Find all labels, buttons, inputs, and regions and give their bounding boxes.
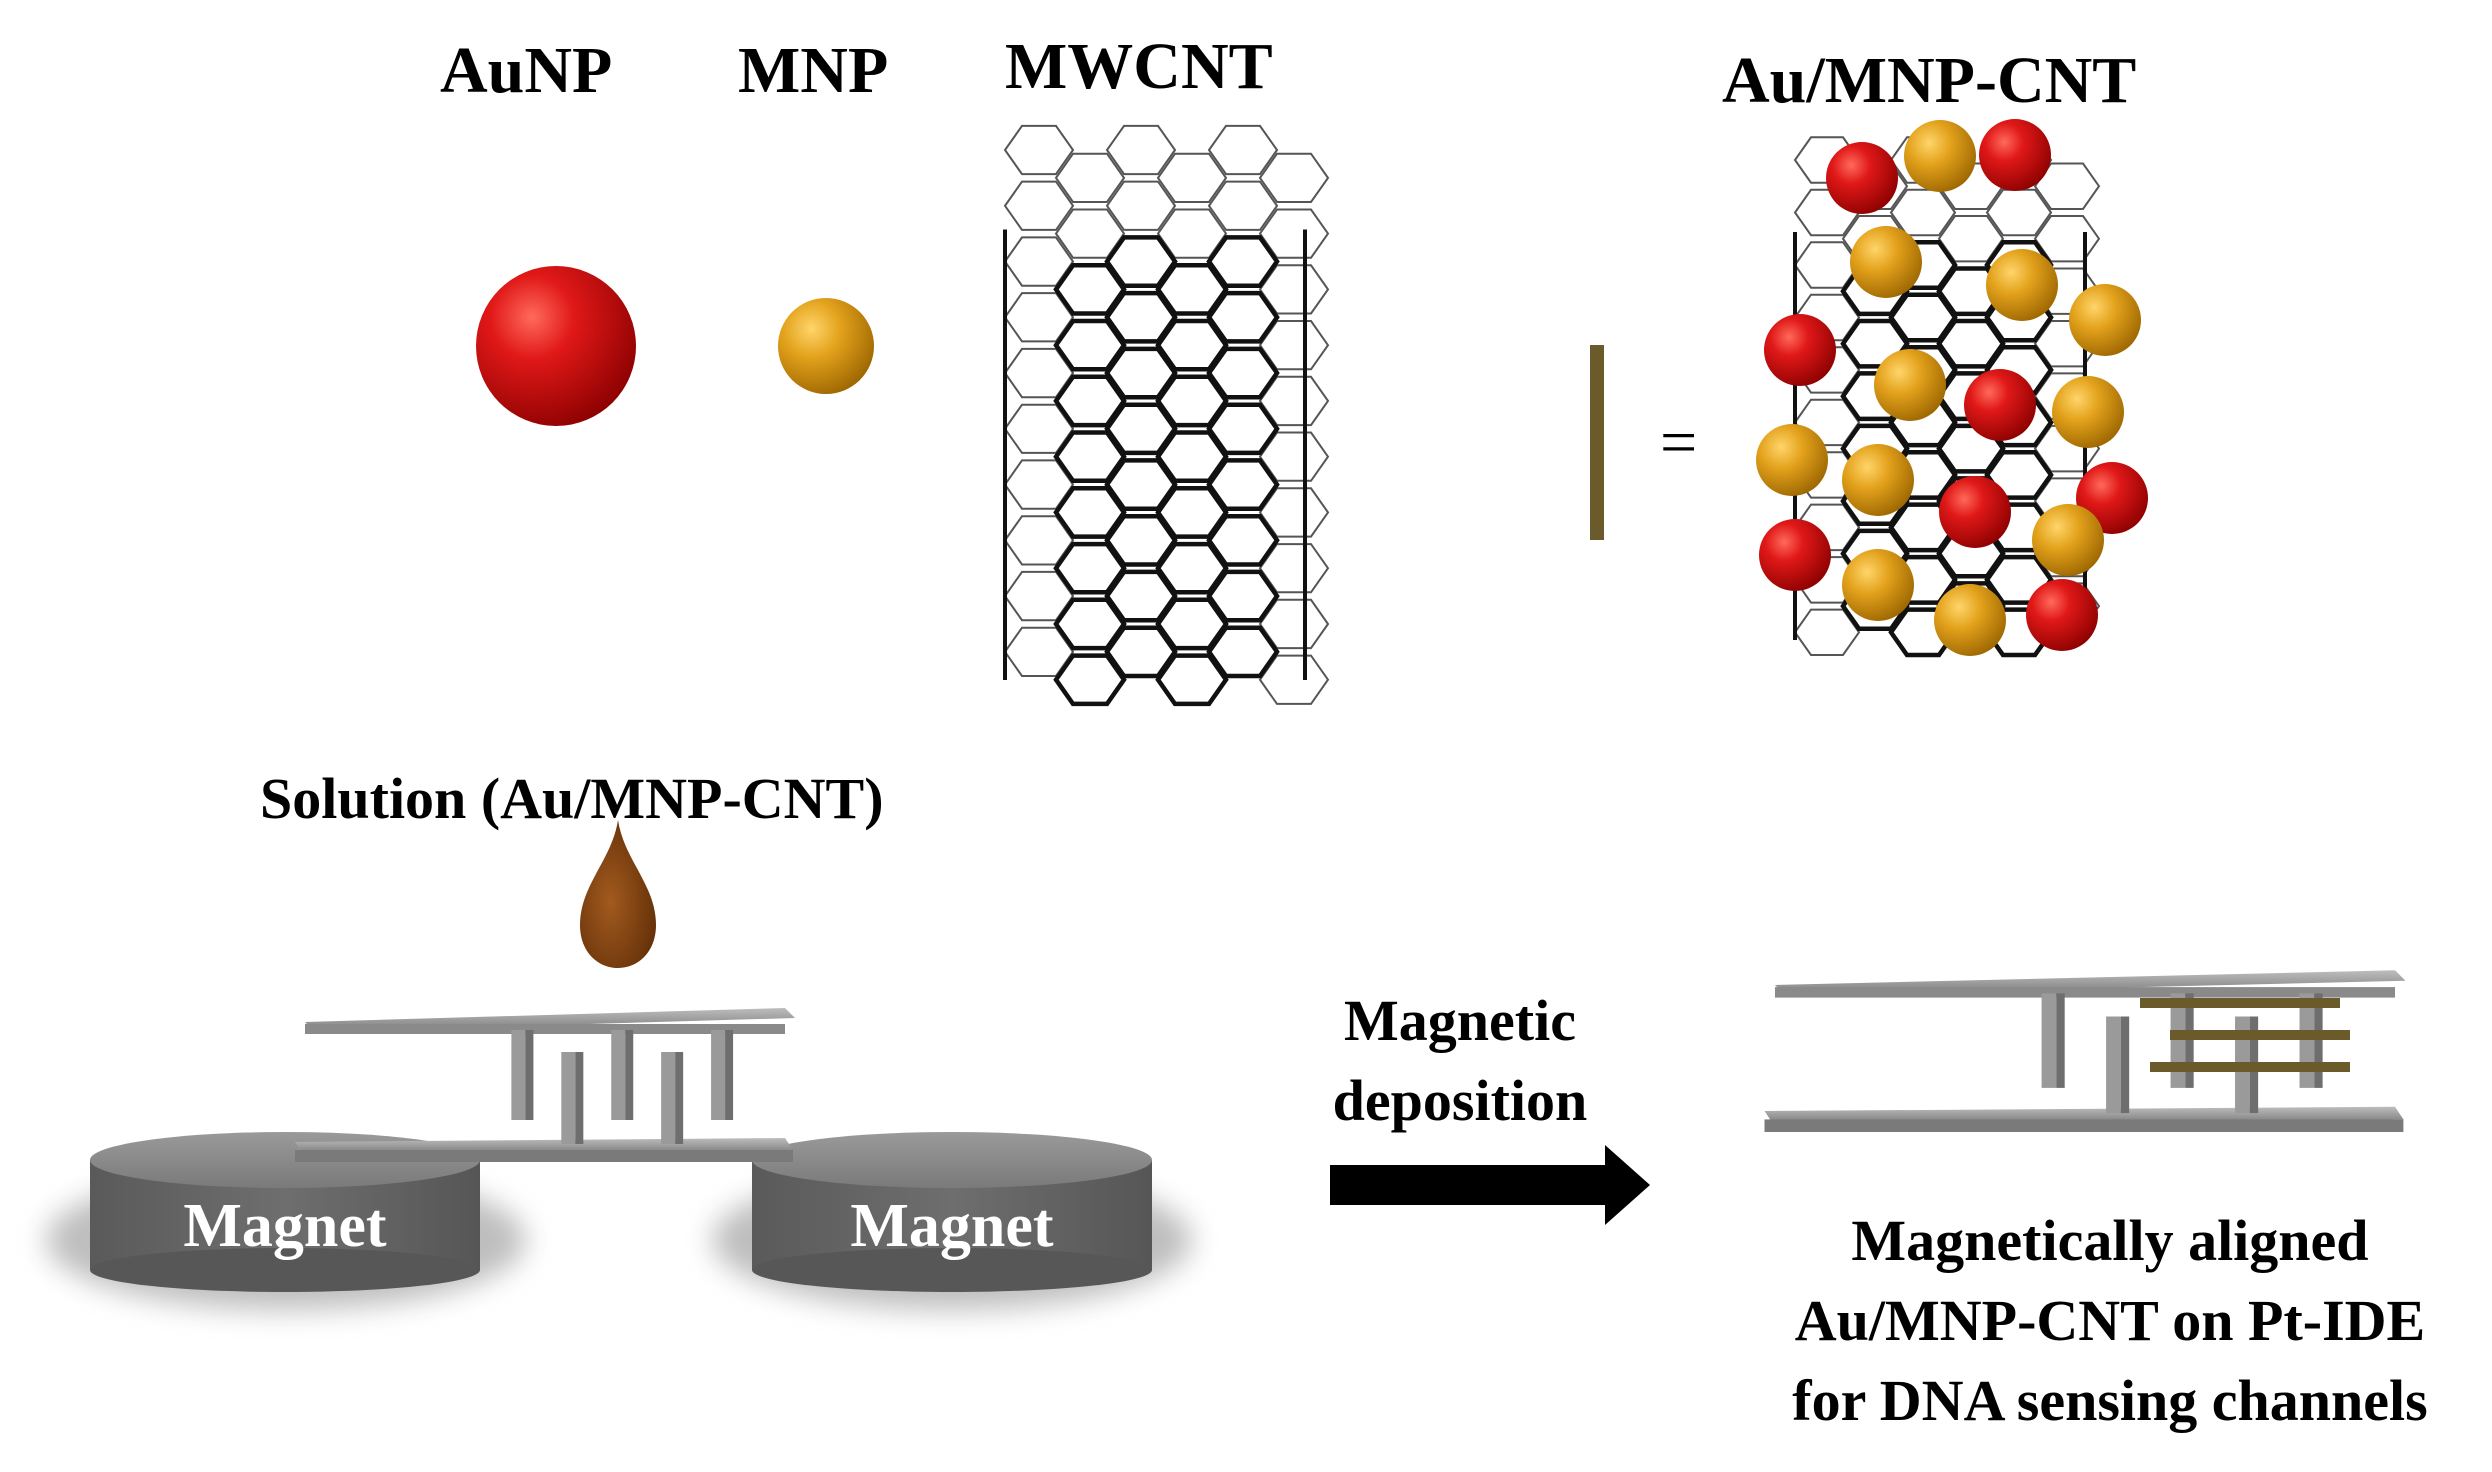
pt-ide-electrode-after xyxy=(1764,970,2406,1132)
magnet-right xyxy=(752,1132,1152,1292)
composite-particles xyxy=(1756,119,2148,656)
label-result-1: Magnetically aligned xyxy=(1851,1208,2369,1273)
magnet-left xyxy=(90,1132,480,1292)
label-step-2: deposition xyxy=(1332,1068,1588,1133)
aligned-cnt-channels xyxy=(2140,998,2350,1072)
label-solution: Solution (Au/MNP-CNT) xyxy=(260,766,884,831)
label-result-3: for DNA sensing channels xyxy=(1792,1368,2428,1433)
mwcnt-nanotube-icon xyxy=(1003,124,1330,707)
label-aunp: AuNP xyxy=(440,34,613,107)
label-result-2: Au/MNP-CNT on Pt-IDE xyxy=(1794,1288,2426,1353)
aligned-cnt-legend-bar xyxy=(1590,345,1604,540)
label-mwcnt: MWCNT xyxy=(1005,30,1273,103)
right-arrow-icon xyxy=(1330,1145,1650,1225)
label-composite: Au/MNP-CNT xyxy=(1722,44,2137,117)
aunp-sphere-icon xyxy=(476,266,636,426)
mnp-sphere-icon xyxy=(778,298,874,394)
pt-ide-electrode-before xyxy=(295,1008,795,1162)
magnet-left-label: Magnet xyxy=(183,1192,387,1260)
label-mnp: MNP xyxy=(738,34,889,107)
label-equals: = xyxy=(1660,406,1698,479)
au-mnp-cnt-composite-icon xyxy=(1793,136,2101,658)
label-step-1: Magnetic xyxy=(1344,988,1576,1053)
magnet-right-label: Magnet xyxy=(850,1192,1054,1260)
droplet-icon xyxy=(580,820,656,968)
